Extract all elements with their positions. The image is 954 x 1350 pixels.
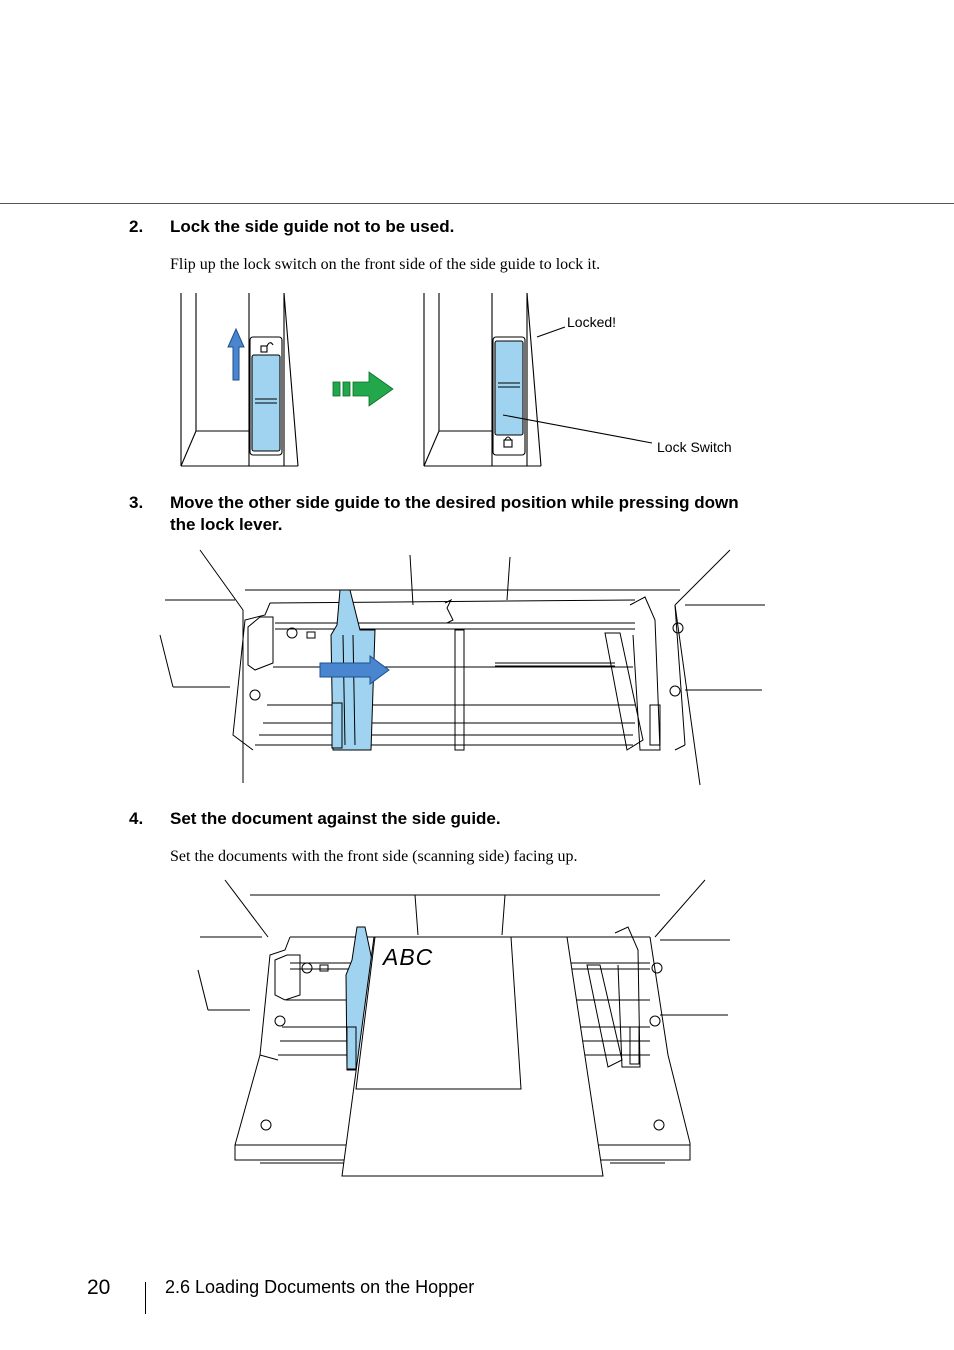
page-number: 20 — [87, 1276, 111, 1299]
step-2-number: 2. — [129, 217, 144, 236]
locked-callout: Locked! — [567, 314, 617, 330]
step-2-title: Lock the side guide not to be used. — [170, 217, 455, 236]
document-loading-figure — [197, 879, 730, 1177]
footer-divider — [145, 1282, 146, 1314]
step-3-title-line-1: Move the other side guide to the desired… — [170, 493, 739, 512]
step-4-number: 4. — [129, 809, 144, 828]
step-4-body: Set the documents with the front side (s… — [170, 848, 578, 865]
step-3-title-line-2: the lock lever. — [170, 515, 283, 534]
step-3-number: 3. — [129, 493, 144, 512]
lock-switch-figure — [180, 292, 653, 467]
step-4-title: Set the document against the side guide. — [170, 809, 501, 828]
lock-switch-callout: Lock Switch — [657, 439, 732, 455]
section-title: 2.6 Loading Documents on the Hopper — [165, 1277, 475, 1297]
side-guide-move-figure — [159, 549, 765, 786]
step-3-title: Move the other side guide to the desired… — [170, 492, 850, 536]
step-2-body: Flip up the lock switch on the front sid… — [170, 256, 601, 273]
header-rule — [0, 203, 954, 204]
document-text: ABC — [383, 944, 434, 970]
